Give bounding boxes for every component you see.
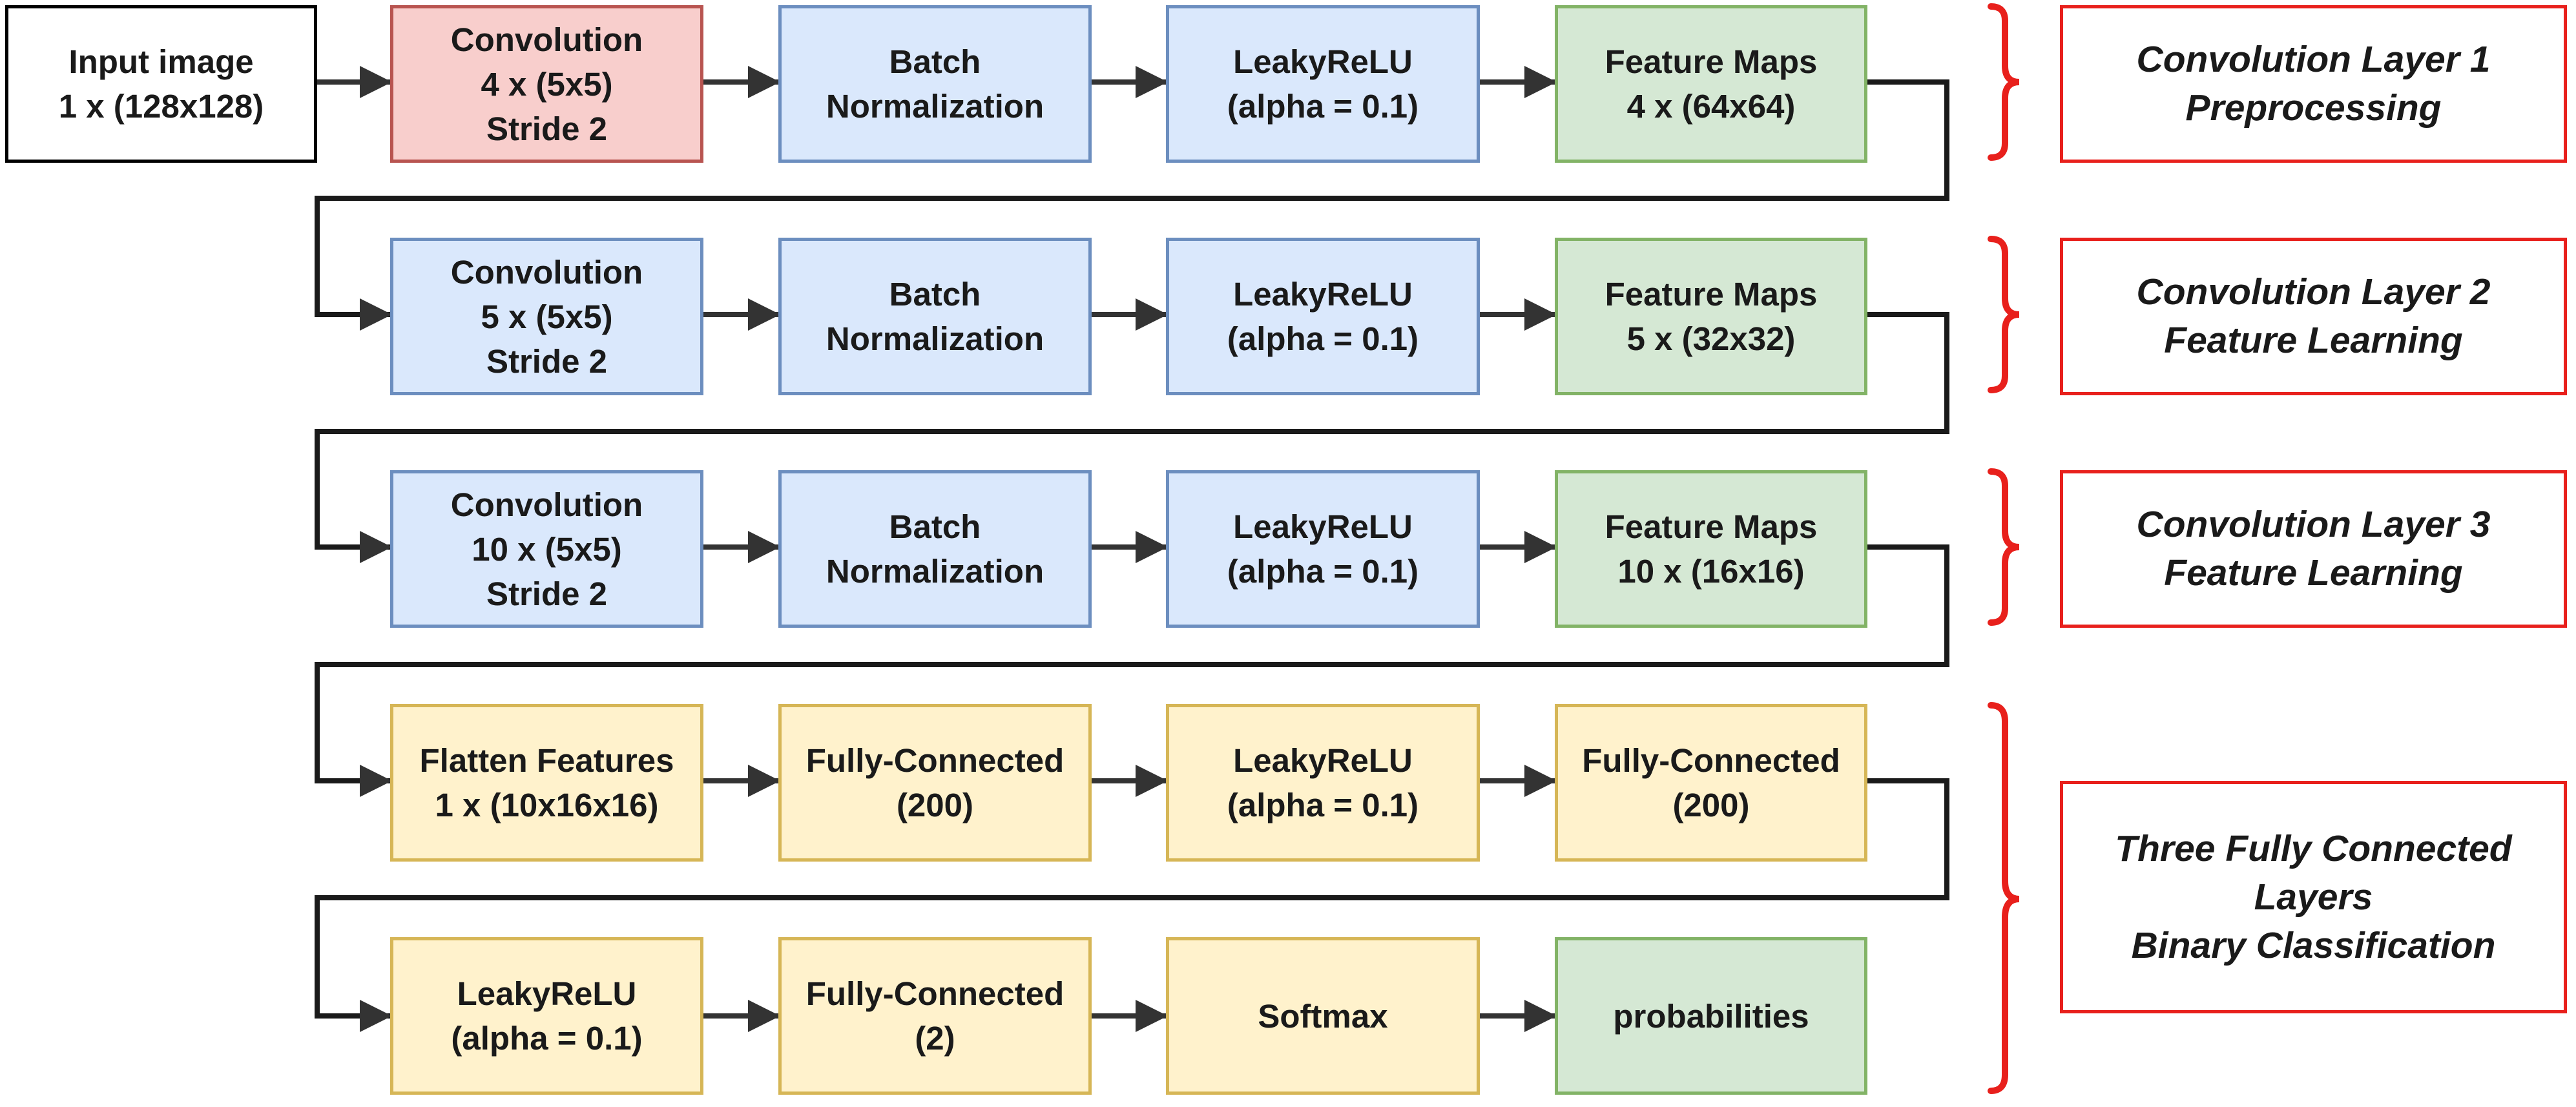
connector-row1-to-row2 — [315, 79, 1949, 331]
node-leakyrelu-2: LeakyReLU (alpha = 0.1) — [1166, 238, 1480, 395]
connector-row4-to-row5 — [315, 778, 1949, 1032]
node-softmax: Softmax — [1166, 937, 1480, 1095]
group-label-conv-layer-3: Convolution Layer 3 Feature Learning — [2060, 470, 2567, 628]
connector-row3-to-row4 — [315, 544, 1949, 797]
brace-group-3 — [1988, 468, 2020, 626]
node-feature-maps-1: Feature Maps 4 x (64x64) — [1555, 5, 1867, 163]
node-leakyrelu-4: LeakyReLU (alpha = 0.1) — [1166, 704, 1480, 862]
group-label-conv-layer-1: Convolution Layer 1 Preprocessing — [2060, 5, 2567, 163]
node-probabilities: probabilities — [1555, 937, 1867, 1095]
brace-group-4 — [1988, 702, 2020, 1094]
group-label-conv-layer-2: Convolution Layer 2 Feature Learning — [2060, 238, 2567, 395]
node-leakyrelu-3: LeakyReLU (alpha = 0.1) — [1166, 470, 1480, 628]
node-fully-connected-1: Fully-Connected (200) — [778, 704, 1092, 862]
node-batch-norm-3: Batch Normalization — [778, 470, 1092, 628]
node-convolution-3: Convolution 10 x (5x5) Stride 2 — [390, 470, 703, 628]
node-flatten-features: Flatten Features 1 x (10x16x16) — [390, 704, 703, 862]
brace-group-1 — [1988, 3, 2020, 161]
node-fully-connected-3: Fully-Connected (2) — [778, 937, 1092, 1095]
node-feature-maps-3: Feature Maps 10 x (16x16) — [1555, 470, 1867, 628]
node-input-image: Input image 1 x (128x128) — [5, 5, 317, 163]
node-leakyrelu-5: LeakyReLU (alpha = 0.1) — [390, 937, 703, 1095]
node-batch-norm-2: Batch Normalization — [778, 238, 1092, 395]
node-convolution-1: Convolution 4 x (5x5) Stride 2 — [390, 5, 703, 163]
node-convolution-2: Convolution 5 x (5x5) Stride 2 — [390, 238, 703, 395]
node-fully-connected-2: Fully-Connected (200) — [1555, 704, 1867, 862]
connector-row2-to-row3 — [315, 312, 1949, 563]
node-batch-norm-1: Batch Normalization — [778, 5, 1092, 163]
group-label-fully-connected: Three Fully Connected Layers Binary Clas… — [2060, 781, 2567, 1013]
brace-group-2 — [1988, 236, 2020, 393]
node-feature-maps-2: Feature Maps 5 x (32x32) — [1555, 238, 1867, 395]
node-leakyrelu-1: LeakyReLU (alpha = 0.1) — [1166, 5, 1480, 163]
